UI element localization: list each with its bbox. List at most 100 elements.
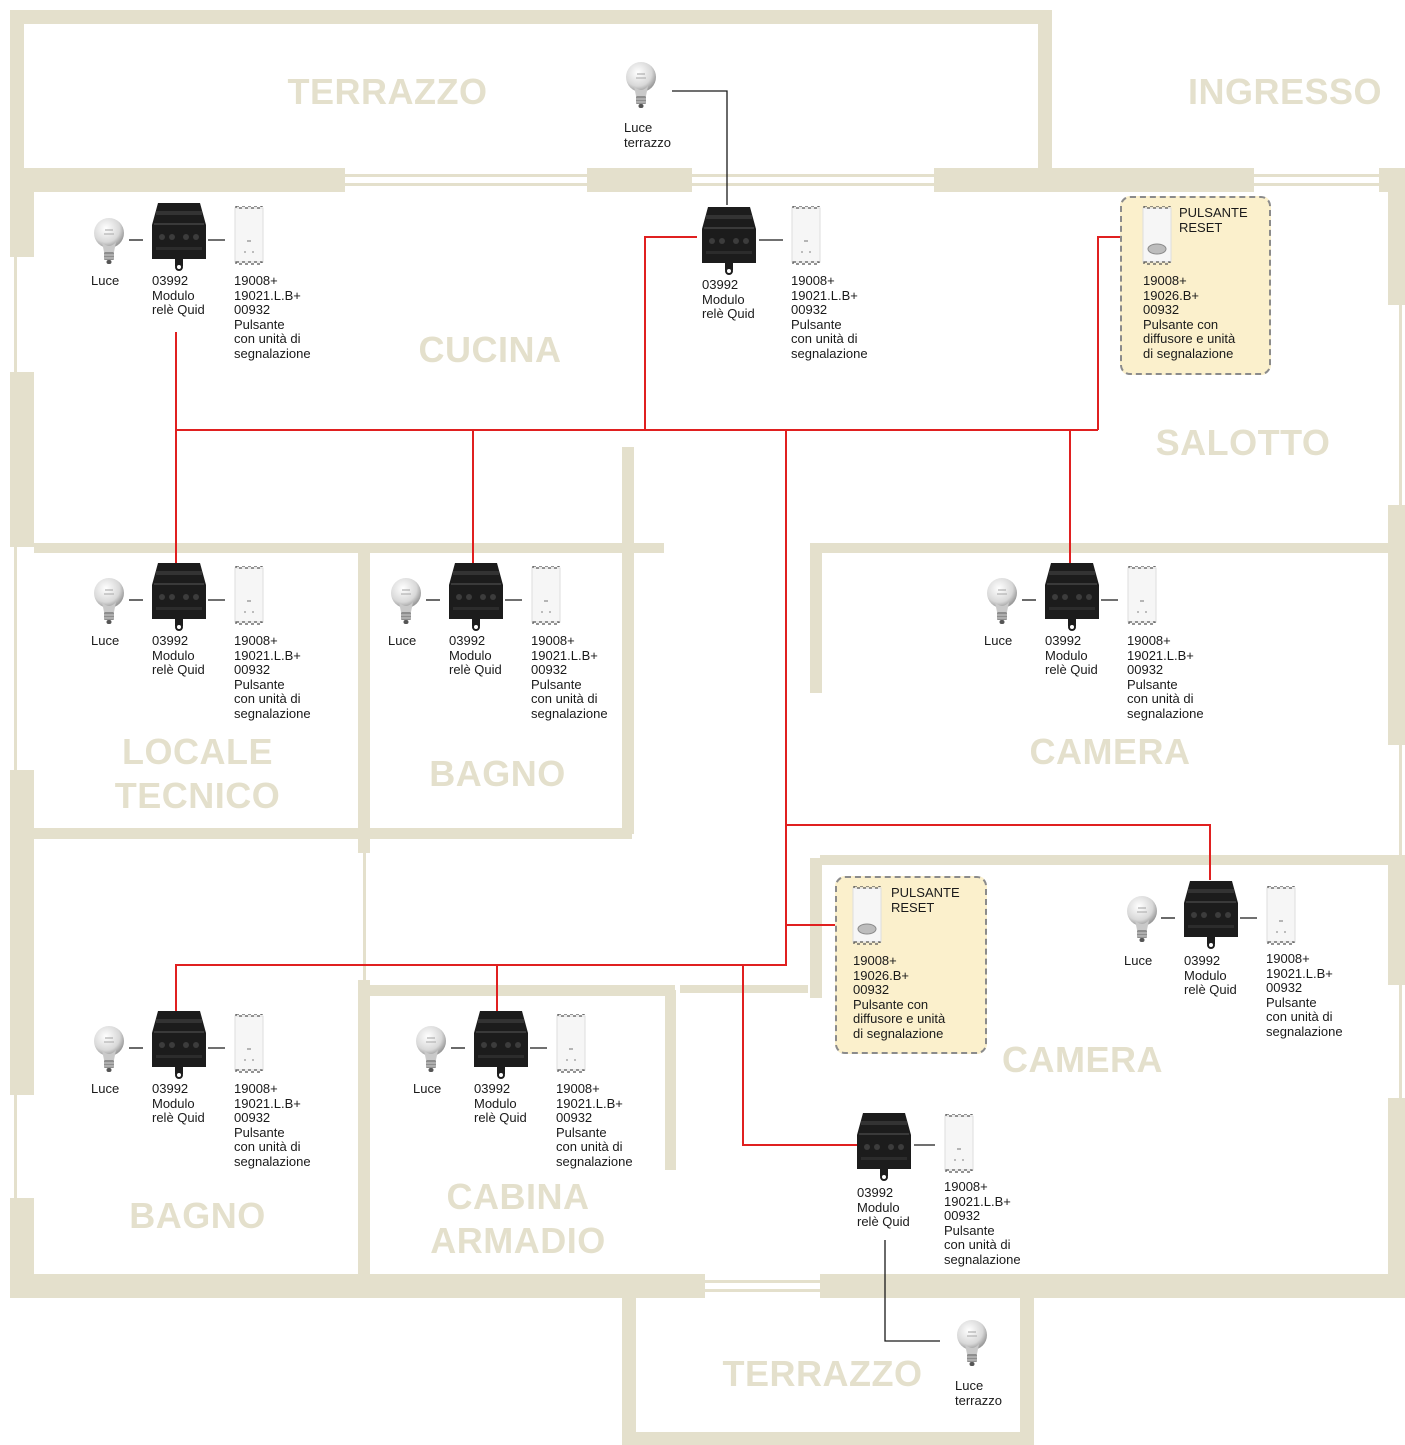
light-bulb-icon <box>1127 896 1157 942</box>
wall <box>665 990 676 1170</box>
relay-label: 03992 Modulo relè Quid <box>152 273 205 317</box>
relay-label: 03992 Modulo relè Quid <box>152 633 205 677</box>
wall <box>810 543 1405 553</box>
room-locale-tecnico: LOCALE TECNICO <box>114 731 281 816</box>
button-label: 19008+ 19021.L.B+ 00932 Pulsante con uni… <box>944 1179 1021 1267</box>
bulb-label: Luce <box>91 633 120 648</box>
window <box>692 183 934 186</box>
wall <box>1388 1098 1405 1298</box>
load-wire <box>884 1240 940 1342</box>
push-button-icon <box>1127 566 1157 625</box>
wall <box>622 1432 1034 1445</box>
wall <box>10 1274 705 1298</box>
light-bulb-icon <box>94 578 124 624</box>
push-button-icon <box>234 206 264 265</box>
light-bulb-icon <box>94 218 124 264</box>
room-cucina: CUCINA <box>418 329 562 370</box>
wall <box>10 372 34 547</box>
load-wire <box>672 90 728 205</box>
relay-label: 03992 Modulo relè Quid <box>449 633 502 677</box>
relay-label: 03992 Modulo relè Quid <box>1184 953 1237 997</box>
push-button-icon <box>1266 886 1296 945</box>
room-terrazzo-top: TERRAZZO <box>287 71 488 112</box>
reset-title: PULSANTE RESET <box>891 885 960 915</box>
bulb-label: Luce <box>91 1081 120 1096</box>
wall <box>1388 185 1405 305</box>
wall <box>358 980 370 1280</box>
wall <box>10 770 34 1095</box>
wall <box>622 572 634 834</box>
reset-button-label: 19008+ 19026.B+ 00932 Pulsante con diffu… <box>1143 273 1236 361</box>
push-button-icon <box>556 1014 586 1073</box>
relay-module-icon <box>152 1011 206 1079</box>
bus-wire <box>786 824 1211 880</box>
bulb-label: Luce <box>1124 953 1153 968</box>
relay-label: 03992 Modulo relè Quid <box>152 1081 205 1125</box>
room-cabina-armadio: CABINA ARMADIO <box>430 1176 606 1261</box>
bulb-label: Luce <box>984 633 1013 648</box>
wall <box>1388 505 1405 745</box>
room-camera-lower: CAMERA <box>1002 1039 1163 1080</box>
relay-module-icon <box>152 563 206 631</box>
light-bulb-icon <box>416 1026 446 1072</box>
window <box>1399 745 1402 855</box>
wall <box>820 1274 1405 1298</box>
window <box>14 547 17 770</box>
relay-module-icon <box>474 1011 528 1079</box>
relay-label: 03992 Modulo relè Quid <box>474 1081 527 1125</box>
light-bulb-icon <box>626 62 656 108</box>
load-wires <box>129 90 1257 1342</box>
push-button-icon <box>234 1014 264 1073</box>
room-terrazzo-bottom: TERRAZZO <box>722 1353 923 1394</box>
bulb-label: Luce terrazzo <box>624 120 671 150</box>
window <box>1254 183 1379 186</box>
window <box>345 174 587 177</box>
window <box>1399 305 1402 505</box>
room-salotto: SALOTTO <box>1155 422 1331 463</box>
bulb-label: Luce <box>413 1081 442 1096</box>
bus-wires <box>175 236 1211 1146</box>
wall <box>10 185 34 257</box>
bulb-label: Luce terrazzo <box>955 1378 1002 1408</box>
relay-module-icon <box>449 563 503 631</box>
relay-module-icon <box>152 203 206 271</box>
wall <box>810 548 822 693</box>
bus-wire <box>742 965 858 1146</box>
button-label: 19008+ 19021.L.B+ 00932 Pulsante con uni… <box>556 1081 633 1169</box>
wall <box>370 828 632 839</box>
relay-module-icon <box>702 207 756 275</box>
wall <box>622 447 634 572</box>
bus-wire <box>644 236 697 430</box>
relay-module-icon <box>1184 881 1238 949</box>
light-bulb-icon <box>94 1026 124 1072</box>
relay-module-icon <box>857 1113 911 1181</box>
reset-button-icon <box>852 886 882 945</box>
room-bagno-lower: BAGNO <box>129 1195 266 1236</box>
reset-button-icon <box>1142 206 1172 265</box>
button-label: 19008+ 19021.L.B+ 00932 Pulsante con uni… <box>234 1081 311 1169</box>
reset-title: PULSANTE RESET <box>1179 205 1248 235</box>
bus-wire <box>175 430 787 1013</box>
relay-label: 03992 Modulo relè Quid <box>857 1185 910 1229</box>
wall <box>1388 855 1405 985</box>
wall <box>10 10 1052 24</box>
wall <box>820 855 1405 865</box>
wall <box>1020 1290 1034 1445</box>
door <box>363 853 366 980</box>
wall <box>10 10 24 185</box>
light-bulb-icon <box>391 578 421 624</box>
window <box>705 1289 820 1292</box>
push-button-icon <box>531 566 561 625</box>
bulb-label: Luce <box>388 633 417 648</box>
push-button-icon <box>944 1114 974 1173</box>
wall <box>934 168 1254 192</box>
window <box>1399 985 1402 1098</box>
window <box>1254 174 1379 177</box>
relay-module-icon <box>1045 563 1099 631</box>
room-camera-upper: CAMERA <box>1029 731 1191 772</box>
reset-button-label: 19008+ 19026.B+ 00932 Pulsante con diffu… <box>853 953 946 1041</box>
window <box>705 1280 820 1283</box>
room-bagno-center: BAGNO <box>429 753 566 794</box>
wall <box>622 1290 636 1445</box>
